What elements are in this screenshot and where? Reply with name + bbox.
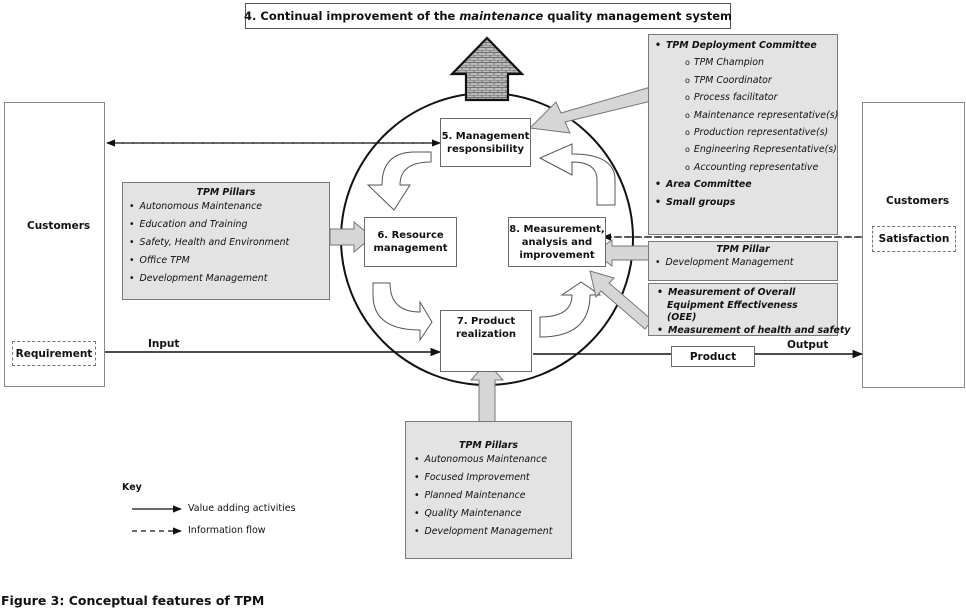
committee-member: Engineering Representative(s) bbox=[655, 141, 837, 158]
customers-right-label: Customers bbox=[886, 195, 950, 207]
continual-improvement-box: 4. Continual improvement of the maintena… bbox=[244, 3, 732, 29]
satisfaction-box: Satisfaction bbox=[872, 226, 956, 252]
cycle-arrow-7-to-8 bbox=[539, 281, 602, 338]
pillars-left-box: TPM Pillars Autonomous Maintenance Educa… bbox=[122, 182, 330, 300]
input-label: Input bbox=[148, 338, 180, 350]
pillars-bottom-heading: TPM Pillars bbox=[459, 440, 518, 451]
pillar-right-item: Development Management bbox=[655, 255, 831, 270]
key-heading: Key bbox=[122, 482, 142, 493]
customers-left-label: Customers bbox=[27, 220, 91, 232]
key-value-adding: Value adding activities bbox=[188, 503, 296, 514]
title-prefix: 4. Continual improvement of the bbox=[244, 9, 460, 23]
committee-member: Maintenance representative(s) bbox=[655, 107, 838, 124]
pillar-left-item: Education and Training bbox=[129, 216, 323, 234]
area-committee: Area Committee bbox=[655, 176, 831, 193]
management-responsibility-box: 5. Management responsibility bbox=[440, 118, 531, 167]
committee-member: TPM Champion bbox=[655, 54, 831, 71]
committee-member: Production representative(s) bbox=[655, 124, 831, 141]
committee-member: TPM Coordinator bbox=[655, 72, 831, 89]
pillar-right-box: TPM Pillar Development Management bbox=[648, 241, 838, 281]
product-realization-box: 7. Product realization bbox=[440, 310, 532, 372]
measures-arrow bbox=[589, 270, 653, 330]
title-suffix: quality management system bbox=[543, 9, 732, 23]
resource-label: 6. Resource management bbox=[373, 230, 448, 254]
measure-item: Measurement of Overall Equipment Effecti… bbox=[657, 287, 829, 325]
figure-caption: Figure 3: Conceptual features of TPM bbox=[1, 593, 265, 608]
title-emphasis: maintenance bbox=[459, 9, 544, 23]
committee-member: Process facilitator bbox=[655, 89, 831, 106]
measures-box: Measurement of Overall Equipment Effecti… bbox=[648, 283, 850, 338]
measurement-box: 8. Measurement, analysis and improvement bbox=[508, 217, 606, 267]
small-groups: Small groups bbox=[655, 194, 831, 211]
pillars-left-arrow bbox=[329, 220, 373, 254]
pillar-right-heading: TPM Pillar bbox=[716, 244, 770, 255]
pillar-bottom-item: Autonomous Maintenance bbox=[414, 451, 563, 469]
pillar-left-item: Autonomous Maintenance bbox=[129, 198, 323, 216]
output-label: Output bbox=[787, 339, 829, 351]
committee-member: Accounting representative bbox=[655, 159, 831, 176]
cycle-arrow-8-to-5 bbox=[538, 143, 616, 206]
pillars-bottom-box: TPM Pillars Autonomous Maintenance Focus… bbox=[405, 421, 572, 559]
pillar-left-item: Office TPM bbox=[129, 252, 323, 270]
deployment-committee-box: TPM Deployment Committee TPM Champion TP… bbox=[648, 34, 838, 235]
pillar-left-item: Development Management bbox=[129, 270, 323, 288]
key-information-flow: Information flow bbox=[188, 525, 266, 536]
pillar-bottom-item: Planned Maintenance bbox=[414, 487, 563, 505]
product-label: Product bbox=[689, 350, 737, 363]
pillar-left-item: Safety, Health and Environment bbox=[129, 234, 323, 252]
measurement-label: 8. Measurement, analysis and improvement bbox=[509, 223, 605, 261]
pillar-bottom-item: Development Management bbox=[414, 523, 563, 541]
customers-left-box bbox=[4, 102, 105, 387]
committee-heading: TPM Deployment Committee bbox=[655, 37, 831, 54]
resource-management-box: 6. Resource management bbox=[364, 217, 457, 267]
measure-item: Measurement of health and safety bbox=[657, 325, 850, 338]
pillar-bottom-item: Quality Maintenance bbox=[414, 505, 563, 523]
product-box: Product bbox=[671, 346, 755, 367]
cycle-arrow-6-to-7 bbox=[372, 282, 433, 342]
requirement-box: Requirement bbox=[12, 341, 96, 366]
cycle-arrow-5-to-6 bbox=[366, 151, 432, 211]
requirement-label: Requirement bbox=[15, 347, 93, 360]
satisfaction-label: Satisfaction bbox=[878, 233, 950, 245]
improvement-up-arrow bbox=[449, 36, 525, 102]
management-label: 5. Management responsibility bbox=[441, 130, 530, 155]
pillar-bottom-item: Focused Improvement bbox=[414, 469, 563, 487]
realization-label: 7. Product realization bbox=[455, 316, 517, 340]
pillars-left-heading: TPM Pillars bbox=[196, 187, 256, 198]
